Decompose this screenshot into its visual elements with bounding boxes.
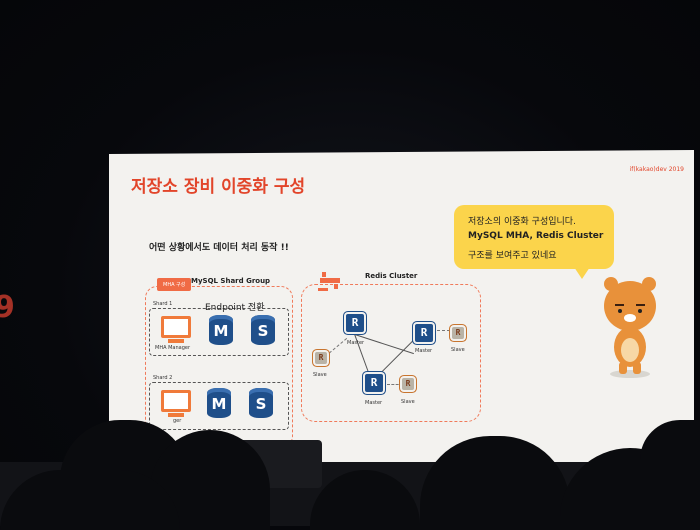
monitor-icon <box>161 316 191 343</box>
shard-1-box <box>149 308 289 356</box>
slide-subtitle: 어떤 상황에서도 데이터 처리 동작 !! <box>149 243 289 253</box>
slide-title: 저장소 장비 이중화 구성 <box>131 177 306 197</box>
redis-logo-icon <box>318 272 340 291</box>
audience-head <box>0 470 180 530</box>
shard-1-label: Shard 1 <box>153 301 173 307</box>
replica-link <box>437 330 455 331</box>
redis-slave-chip: R <box>452 327 464 339</box>
shard-2-label: Shard 2 <box>153 375 173 381</box>
slave-label: Slave <box>401 399 415 405</box>
mysql-group-title: MySQL Shard Group <box>191 277 271 285</box>
monitor-icon <box>161 390 191 417</box>
event-tag: if(kakao)dev 2019 <box>629 166 684 173</box>
slave-db-icon: S <box>249 388 273 418</box>
redis-master-chip: R <box>415 324 433 342</box>
mha-manager-label-2: ger <box>173 418 182 424</box>
redis-slave-chip: R <box>315 352 327 364</box>
projected-slide: 저장소 장비 이중화 구성 if(kakao)dev 2019 어떤 상황에서도… <box>109 150 694 480</box>
mha-manager-label: MHA Manager <box>155 345 190 351</box>
redis-master-chip: R <box>365 374 383 392</box>
slave-db-icon: S <box>251 315 275 345</box>
master-label: Master <box>365 400 383 406</box>
slave-label: Slave <box>451 347 465 353</box>
redis-slave-chip: R <box>402 378 414 390</box>
bubble-line-2: MySQL MHA, Redis Cluster <box>468 231 604 241</box>
mascot-bear-illustration <box>604 277 656 378</box>
audience-head <box>640 420 700 530</box>
speech-bubble: 저장소의 이중화 구성입니다. MySQL MHA, Redis Cluster… <box>454 205 614 279</box>
endpoint-label: Endpoint 전환 <box>205 303 265 313</box>
side-screen-number: 9 <box>0 290 15 325</box>
master-label: Master <box>347 340 365 346</box>
bubble-line-3: 구조를 보여주고 있네요 <box>468 251 557 261</box>
master-label: Master <box>415 348 433 354</box>
audience-head <box>420 436 570 530</box>
redis-master-chip: R <box>346 314 364 332</box>
redis-cluster-box <box>301 284 481 422</box>
shard-2-box <box>149 382 289 430</box>
replica-link <box>387 384 403 385</box>
master-db-icon: M <box>209 315 233 345</box>
bubble-line-1: 저장소의 이중화 구성입니다. <box>468 217 576 227</box>
slave-label: Slave <box>313 372 327 378</box>
master-db-icon: M <box>207 388 231 418</box>
redis-cluster-title: Redis Cluster <box>365 272 418 280</box>
mha-tag: MHA 구성 <box>157 278 192 291</box>
